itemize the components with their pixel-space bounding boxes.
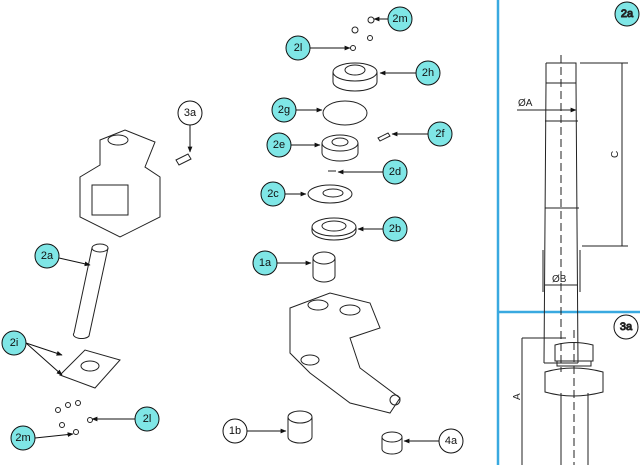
callout-1b: 1b	[222, 418, 248, 444]
dim-a-bolt-label: A	[512, 393, 523, 400]
svg-text:2m: 2m	[392, 13, 407, 25]
callout-2d: 2d	[382, 159, 408, 185]
screw-2f	[377, 132, 391, 142]
svg-text:2l: 2l	[143, 413, 152, 425]
svg-text:2c: 2c	[267, 188, 279, 200]
callout-2i: 2i	[1, 330, 27, 356]
svg-text:2g: 2g	[278, 104, 290, 116]
bolt-3a	[175, 153, 192, 166]
callout-2f: 2f	[427, 121, 453, 147]
detail-pin-2a: 2a	[517, 1, 640, 372]
svg-text:2b: 2b	[389, 223, 401, 235]
callout-2m-bottom: 2m	[10, 425, 36, 451]
callout-2a: 2a	[34, 243, 60, 269]
seal-2b	[311, 217, 357, 241]
dim-b-label: ØB	[552, 274, 567, 285]
detail-bolt-3a: 3a	[521, 314, 639, 465]
pin-2a	[72, 243, 109, 340]
dim-a-label: ØA	[518, 98, 533, 109]
small-bolts-top	[350, 16, 375, 51]
small-bolts-bottom	[55, 400, 93, 435]
o-ring-2g	[322, 100, 368, 126]
callout-2l-bottom: 2l	[134, 406, 160, 432]
callout-2c: 2c	[260, 181, 286, 207]
svg-text:2a: 2a	[41, 250, 54, 262]
detail-pin-callout: 2a	[621, 8, 634, 20]
dim-c-label: C	[610, 151, 621, 158]
svg-text:1a: 1a	[259, 257, 272, 269]
svg-text:2d: 2d	[389, 166, 401, 178]
callout-2e: 2e	[266, 132, 292, 158]
bracket-body	[79, 129, 161, 238]
svg-text:2e: 2e	[273, 139, 285, 151]
detail-bolt-callout: 3a	[620, 321, 633, 333]
svg-text:4a: 4a	[445, 435, 458, 447]
svg-text:3a: 3a	[184, 107, 197, 119]
detail-panel-dividers	[496, 0, 640, 465]
callout-2b: 2b	[382, 216, 408, 242]
svg-text:2l: 2l	[294, 42, 303, 54]
callout-3a: 3a	[177, 100, 203, 126]
svg-text:2f: 2f	[435, 128, 445, 140]
callout-4a: 4a	[438, 428, 464, 454]
bushing-1a	[312, 251, 336, 283]
svg-text:1b: 1b	[229, 425, 241, 437]
cap-2h	[332, 62, 378, 92]
svg-text:2m: 2m	[15, 432, 30, 444]
bushing-4a	[381, 431, 403, 455]
callout-2h: 2h	[415, 60, 441, 86]
bushing-1b	[287, 410, 313, 444]
flange-plate-2i	[59, 349, 121, 389]
callout-2g: 2g	[271, 97, 297, 123]
knuckle-body	[289, 292, 401, 414]
callout-2m-top: 2m	[387, 6, 413, 32]
collar-2e	[321, 134, 359, 162]
svg-text:2i: 2i	[10, 337, 19, 349]
washer-2c	[307, 184, 353, 204]
svg-text:2h: 2h	[422, 67, 434, 79]
callout-2l-top: 2l	[285, 35, 311, 61]
callout-1a: 1a	[252, 250, 278, 276]
